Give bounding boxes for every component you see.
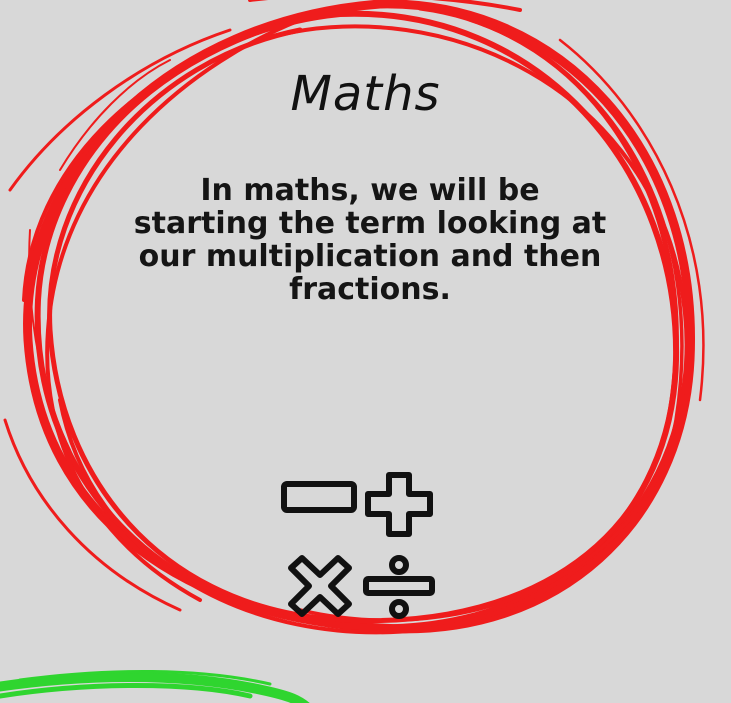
multiply-icon	[288, 555, 352, 617]
plus-icon	[365, 472, 433, 537]
divide-icon	[363, 555, 435, 619]
page-title: Maths	[290, 66, 441, 122]
description-text: In maths, we will be starting the term l…	[133, 173, 607, 307]
minus-icon	[281, 481, 357, 513]
math-operators-icon-group	[281, 472, 435, 619]
